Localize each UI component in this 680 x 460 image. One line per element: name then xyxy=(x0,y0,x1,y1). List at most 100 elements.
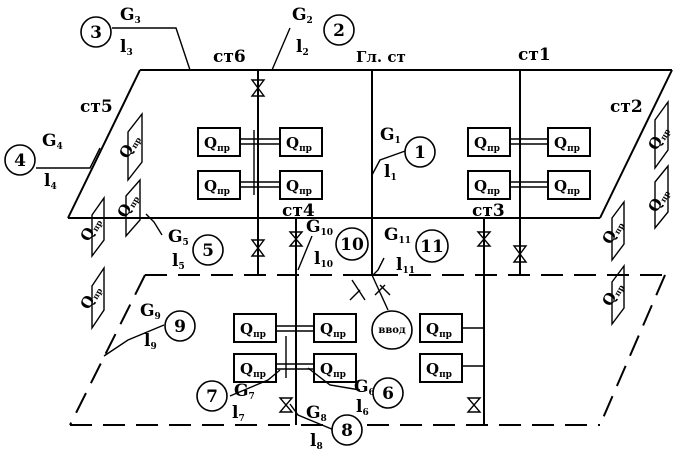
fixture-box: Qпр xyxy=(279,127,323,157)
section-1: G1 l1 1 xyxy=(380,125,436,183)
section-2: G2 l2 2 xyxy=(292,5,355,58)
svg-text:l3: l3 xyxy=(120,37,133,58)
svg-text:3: 3 xyxy=(90,23,102,43)
svg-text:6: 6 xyxy=(382,384,394,404)
fixture-box: Qпр xyxy=(467,170,511,200)
svg-text:l1: l1 xyxy=(384,162,397,183)
valve-icon xyxy=(466,397,482,413)
svg-text:Qпр: Qпр xyxy=(474,134,500,154)
fixture-sub: пр xyxy=(487,144,500,154)
riser-label-main: Гл. ст xyxy=(356,48,406,66)
svg-text:Qпр: Qпр xyxy=(204,177,230,197)
fixture-sub: пр xyxy=(567,187,580,197)
valve-icon xyxy=(278,397,294,413)
pipes-group-st3 xyxy=(462,327,484,367)
fixture-sub: пр xyxy=(299,187,312,197)
fixture-label: Q xyxy=(240,320,253,338)
svg-text:l6: l6 xyxy=(356,397,369,418)
fixture-label: Q xyxy=(286,177,299,195)
section-5: G5 l5 5 xyxy=(168,227,224,272)
svg-text:G6: G6 xyxy=(354,377,375,398)
section-11: G11 l11 11 xyxy=(384,225,449,276)
pipes-group-st1 xyxy=(510,138,548,188)
fixture-box: Qпр xyxy=(279,170,323,200)
svg-text:G7: G7 xyxy=(234,381,255,402)
svg-text:l9: l9 xyxy=(144,331,157,352)
fixture-box: Qпр xyxy=(547,170,591,200)
svg-text:G9: G9 xyxy=(140,301,161,322)
svg-text:7: 7 xyxy=(206,387,218,407)
valve-icon xyxy=(512,245,528,263)
svg-text:Qпр: Qпр xyxy=(286,134,312,154)
riser-label-st3: ст3 xyxy=(472,201,505,221)
fixture-box: Qпр xyxy=(233,353,277,383)
section-leaders xyxy=(36,27,409,431)
svg-text:G8: G8 xyxy=(306,403,327,424)
svg-text:G2: G2 xyxy=(292,5,313,26)
fixture-sub: пр xyxy=(333,330,346,340)
svg-text:l5: l5 xyxy=(172,251,185,272)
svg-text:G1: G1 xyxy=(380,125,401,146)
radiators-st5: Qпр Qпр Qпр Qпр xyxy=(76,111,143,331)
svg-text:Qпр: Qпр xyxy=(240,320,266,340)
fixture-label: Q xyxy=(204,134,217,152)
svg-text:Qпр: Qпр xyxy=(320,320,346,340)
valves xyxy=(250,79,528,413)
fixture-sub: пр xyxy=(567,144,580,154)
svg-text:Qпр: Qпр xyxy=(76,282,104,313)
valve-icon xyxy=(288,231,304,247)
svg-text:G5: G5 xyxy=(168,227,189,248)
fixture-label: Q xyxy=(426,320,439,338)
svg-text:5: 5 xyxy=(202,241,214,261)
fixture-label: Q xyxy=(554,134,567,152)
fixture-boxes: Qпр Qпр Qпр Qпр Qпр Qпр Qпр Qпр xyxy=(197,127,591,383)
svg-text:l11: l11 xyxy=(396,255,415,276)
section-3: 3 G3 l3 xyxy=(80,5,141,58)
svg-text:9: 9 xyxy=(174,317,186,337)
svg-text:10: 10 xyxy=(340,235,364,255)
svg-text:4: 4 xyxy=(14,151,26,171)
svg-text:G10: G10 xyxy=(306,217,333,238)
svg-text:Qпр: Qпр xyxy=(76,214,104,245)
valve-icon xyxy=(250,239,266,257)
section-4: 4 G4 l4 xyxy=(4,131,63,192)
valve-icon xyxy=(476,231,492,247)
fixture-sub: пр xyxy=(217,144,230,154)
fixture-box: Qпр xyxy=(419,353,463,383)
svg-text:G4: G4 xyxy=(42,131,63,152)
fixture-label: Q xyxy=(320,320,333,338)
svg-text:Qпр: Qпр xyxy=(554,134,580,154)
svg-text:Qпр: Qпр xyxy=(320,360,346,380)
riser-label-st5: ст5 xyxy=(80,97,113,117)
section-9: G9 l9 9 xyxy=(140,301,196,352)
fixture-box: Qпр xyxy=(233,313,277,343)
riser-label-st6: ст6 xyxy=(213,47,246,67)
fixture-box: Qпр xyxy=(197,127,241,157)
fixture-sub: пр xyxy=(333,370,346,380)
lower-floor-outline xyxy=(69,274,666,426)
svg-text:l7: l7 xyxy=(232,403,245,424)
svg-text:l8: l8 xyxy=(310,431,323,452)
fixture-label: Q xyxy=(240,360,253,378)
svg-text:Qпр: Qпр xyxy=(286,177,312,197)
fixture-box: Qпр xyxy=(197,170,241,200)
fixture-box: Qпр xyxy=(547,127,591,157)
fixture-sub: пр xyxy=(439,330,452,340)
fixture-sub: пр xyxy=(217,187,230,197)
riser-label-st1: ст1 xyxy=(518,45,551,65)
svg-text:11: 11 xyxy=(420,237,444,257)
section-8: G8 l8 8 xyxy=(306,403,363,452)
riser-label-st2: ст2 xyxy=(610,97,643,117)
valve-icon xyxy=(250,79,266,97)
svg-text:Qпр: Qпр xyxy=(426,360,452,380)
fixture-sub: пр xyxy=(299,144,312,154)
svg-text:8: 8 xyxy=(341,421,353,441)
fixture-label: Q xyxy=(474,134,487,152)
svg-text:1: 1 xyxy=(414,143,426,163)
svg-text:l4: l4 xyxy=(44,171,57,192)
svg-text:Qпр: Qпр xyxy=(240,360,266,380)
svg-text:Qпр: Qпр xyxy=(554,177,580,197)
svg-text:Qпр: Qпр xyxy=(115,131,143,162)
fixture-label: Q xyxy=(204,177,217,195)
